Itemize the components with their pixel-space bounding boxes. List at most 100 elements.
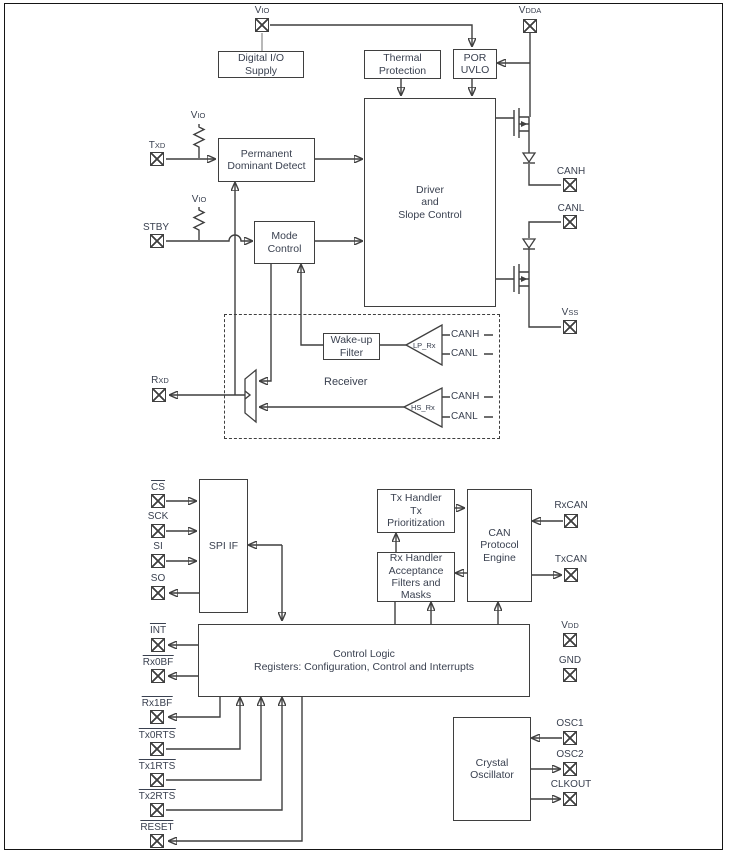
receiver-label: Receiver — [324, 376, 368, 388]
block-driver-slope-control: Driver and Slope Control — [364, 98, 496, 307]
page-border — [4, 3, 723, 850]
diode-canh — [521, 152, 537, 164]
mosfet-high-body-arrow — [521, 121, 528, 127]
vdda-pin-label-main: V — [518, 5, 526, 16]
block-wakeup-filter-label: Wake-up Filter — [330, 334, 373, 359]
tx0rts-pin-label-text: Tx0RTS — [138, 728, 176, 741]
vss-pin — [563, 320, 577, 334]
reset-pin-label-text: RESET — [140, 820, 174, 833]
block-can-pe-label: CAN Protocol Engine — [480, 526, 519, 564]
so-pin-label: SO — [150, 573, 166, 584]
lp-canh-label: CANH — [451, 329, 480, 340]
vss-pin-label-sub: SS — [568, 308, 579, 317]
si-pin — [151, 554, 165, 568]
block-spi-if-label: SPI IF — [208, 539, 239, 552]
so-pin — [151, 586, 165, 600]
block-por-uvlo: POR UVLO — [453, 49, 497, 79]
vio-txd-label-main: V — [190, 110, 198, 121]
vdd-pin-label: VDD — [561, 620, 579, 631]
vdda-pin-label: VDDA — [519, 5, 542, 16]
tx1rts-pin-label: Tx1RTS — [138, 759, 176, 772]
block-por-uvlo-label: POR UVLO — [460, 51, 490, 76]
block-rx-handler-label: Rx Handler Acceptance Filters and Masks — [388, 552, 444, 602]
lp-canl-label: CANL — [451, 348, 478, 359]
wire-cl-to-rx1bf — [169, 695, 221, 717]
wire-stby-to-mode — [166, 234, 252, 241]
tx2rts-pin-label-text: Tx2RTS — [138, 789, 176, 802]
gnd-pin — [563, 668, 577, 682]
resistor-vio-stby — [192, 207, 206, 240]
wire-tx1rts-to-cl — [166, 698, 261, 781]
mosfet-low-body-arrow — [521, 276, 528, 282]
block-mode-control-label: Mode Control — [267, 230, 302, 255]
block-crystal-oscillator-label: Crystal Oscillator — [470, 756, 514, 781]
receiver-dashed-box — [224, 314, 500, 439]
block-spi-if: SPI IF — [199, 479, 248, 613]
si-pin-label: SI — [153, 541, 163, 552]
rx1bf-pin — [150, 710, 164, 724]
wire-vss — [528, 286, 561, 328]
block-wakeup-filter: Wake-up Filter — [323, 333, 380, 360]
vio-txd-label-sub: IO — [197, 111, 206, 120]
rxd-pin-label-sub: XD — [158, 376, 169, 385]
vdd-pin-label-main: V — [561, 620, 568, 631]
stby-pin-label: STBY — [142, 222, 170, 233]
osc2-pin — [563, 762, 577, 776]
lp-rx-label: LP_Rx — [413, 341, 436, 350]
osc2-pin-label: OSC2 — [556, 749, 584, 760]
block-tx-handler-label: Tx Handler Tx Prioritization — [387, 492, 445, 530]
wire-mode-to-mux — [260, 262, 272, 381]
rx0bf-pin — [151, 669, 165, 683]
vio-pin-label-sub: IO — [261, 6, 270, 15]
block-thermal-protection: Thermal Protection — [364, 50, 441, 79]
block-digital-io-supply-label: Digital I/O Supply — [237, 52, 285, 77]
tx2rts-pin — [150, 803, 164, 817]
vdd-pin-label-sub: DD — [567, 621, 579, 630]
wire-vio-to-por — [270, 24, 472, 46]
canh-pin-label: CANH — [556, 166, 586, 177]
block-thermal-protection-label: Thermal Protection — [378, 52, 427, 77]
vss-pin-label-main: V — [561, 307, 569, 318]
vdda-pin-label-sub: DDA — [525, 6, 542, 15]
txd-pin-label-sub: XD — [154, 141, 166, 150]
hs-rx-triangle — [402, 386, 443, 429]
reset-pin-label: RESET — [140, 820, 174, 833]
vio-stby-label-main: V — [191, 194, 199, 205]
osc1-pin — [563, 731, 577, 745]
wire-tx0rts-to-cl — [166, 698, 240, 750]
vio-txd-label: VIO — [191, 110, 206, 121]
txcan-pin-label: TxCAN — [554, 554, 588, 565]
vdda-pin — [523, 19, 537, 33]
tx1rts-pin — [150, 773, 164, 787]
tx1rts-pin-label-text: Tx1RTS — [138, 759, 176, 772]
rxd-mux — [244, 368, 257, 424]
block-control-logic: Control Logic Registers: Configuration, … — [198, 624, 530, 697]
sck-pin-label: SCK — [147, 511, 169, 522]
block-driver-label: Driver and Slope Control — [398, 183, 462, 221]
txd-pin-label-main: T — [148, 140, 155, 151]
wire-canh — [528, 164, 561, 186]
stubs-hsrx-can — [442, 396, 493, 418]
sck-pin — [151, 524, 165, 538]
canl-pin-label: CANL — [557, 203, 585, 214]
block-crystal-oscillator: Crystal Oscillator — [453, 717, 531, 821]
block-digital-io-supply: Digital I/O Supply — [218, 51, 304, 78]
clkout-pin — [563, 792, 577, 806]
cs-pin-label: CS — [151, 480, 165, 493]
vio-stby-label: VIO — [192, 194, 207, 205]
rxd-pin-label: RXD — [151, 375, 169, 386]
diode-canl — [521, 238, 537, 250]
int-pin-label: INT — [149, 623, 167, 636]
vio-stby-label-sub: IO — [198, 195, 207, 204]
rx0bf-pin-label: Rx0BF — [142, 655, 174, 668]
resistor-vio-txd — [192, 124, 206, 158]
txd-pin — [150, 152, 164, 166]
stby-pin — [150, 234, 164, 248]
vss-pin-label: VSS — [562, 307, 579, 318]
rxd-mux-notch — [244, 390, 252, 400]
reset-pin — [150, 834, 164, 848]
int-pin-label-text: INT — [149, 623, 167, 636]
vio-pin — [255, 18, 269, 32]
